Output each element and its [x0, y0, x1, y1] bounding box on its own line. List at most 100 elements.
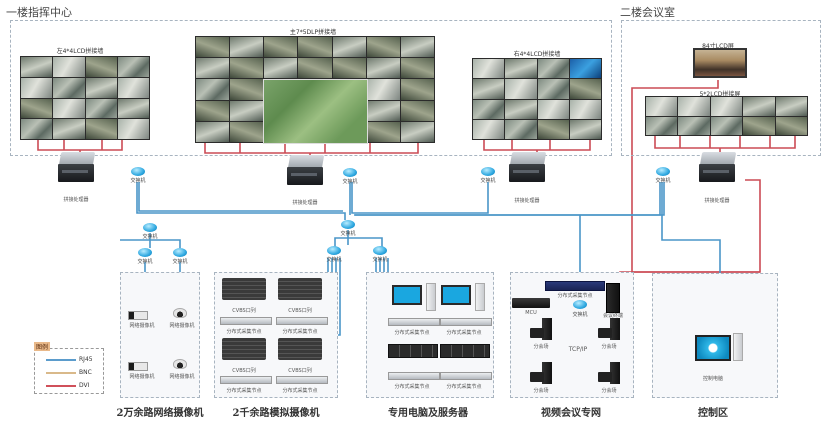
- server-rack-icon: [440, 344, 490, 358]
- switch-label: 交换机: [340, 231, 356, 237]
- box-camera-icon: [128, 311, 148, 320]
- switch-label: 交换机: [130, 178, 146, 184]
- encoder-node: [440, 372, 492, 380]
- lcd84-label: 84寸LCD屏: [702, 43, 734, 50]
- legend-label-rj45: RJ45: [79, 356, 93, 363]
- dome-camera-icon: [173, 359, 187, 369]
- zone-network-cameras: [120, 272, 200, 398]
- node-label: 分布式采集节点: [282, 388, 318, 394]
- zone-title-floor2: 二楼会议室: [620, 6, 675, 19]
- section-analog-cameras: 2千余路模拟摄像机: [232, 408, 320, 419]
- legend-label-dvi: DVI: [79, 382, 90, 389]
- switch-label: 交换机: [572, 312, 588, 318]
- branch-venue-pc: [598, 318, 620, 342]
- cvbs-label: CVBS口列: [288, 308, 312, 314]
- codec-label: 分布式采集节点: [557, 293, 593, 299]
- switch-icon: [138, 248, 152, 257]
- splice-processor-main: [285, 155, 325, 185]
- switch-icon: [573, 300, 587, 309]
- node-label: 分布式采集节点: [226, 388, 262, 394]
- encoder-node: [276, 317, 328, 325]
- encoder-node: [440, 318, 492, 326]
- box-camera-icon: [128, 362, 148, 371]
- switch-icon: [373, 246, 387, 255]
- mcu-device: [512, 298, 550, 308]
- conference-terminal-label: 会议终端: [602, 313, 624, 319]
- cvbs-monitor: [222, 278, 266, 300]
- branch-venue-pc: [530, 362, 552, 386]
- node-label: 分布式采集节点: [394, 330, 430, 336]
- section-pc-servers: 专用电脑及服务器: [388, 408, 468, 419]
- pc-monitor-icon: [441, 285, 471, 305]
- branch-venue-pc: [530, 318, 552, 342]
- camera-label: 网络摄像机: [129, 323, 155, 329]
- node-label: 分布式采集节点: [446, 384, 482, 390]
- encoder-node: [220, 317, 272, 325]
- section-network-cameras: 2万余路网络摄像机: [116, 408, 204, 419]
- switch-label: 交换机: [137, 259, 153, 265]
- section-video-conference: 视频会议专网: [541, 408, 601, 419]
- splice-processor-main-label: 拼接处理器: [292, 200, 318, 206]
- switch-label: 交换机: [655, 178, 671, 184]
- cvbs-monitor: [222, 338, 266, 360]
- switch-label: 交换机: [342, 179, 358, 185]
- gis-map-display: [263, 79, 368, 144]
- conf-wall-label: 5*2LCD拼接屏: [699, 91, 741, 98]
- splice-processor-left: [56, 152, 96, 182]
- left-wall-label: 左4*4LCD拼接墙: [56, 48, 104, 55]
- encoder-node: [388, 318, 440, 326]
- switch-icon: [327, 246, 341, 255]
- right-wall-label: 右4*4LCD拼接墙: [513, 51, 561, 58]
- pc-tower-icon: [475, 283, 485, 311]
- camera-label: 网络摄像机: [129, 374, 155, 380]
- splice-processor-left-label: 拼接处理器: [63, 197, 89, 203]
- node-label: 分布式采集节点: [394, 384, 430, 390]
- cvbs-label: CVBS口列: [232, 368, 256, 374]
- section-control-area: 控制区: [698, 408, 728, 419]
- splice-processor-right: [507, 152, 547, 182]
- branch-venue-label: 分会场: [601, 388, 617, 394]
- encoder-node: [220, 376, 272, 384]
- cvbs-label: CVBS口列: [232, 308, 256, 314]
- splice-processor-right-label: 拼接处理器: [514, 198, 540, 204]
- control-pc-monitor: [695, 335, 731, 361]
- zone-title-floor1: 一楼指挥中心: [6, 6, 72, 19]
- pc-tower-icon: [426, 283, 436, 311]
- conference-terminal-icon: [606, 283, 620, 313]
- camera-label: 网络摄像机: [169, 323, 195, 329]
- branch-venue-label: 分会场: [533, 388, 549, 394]
- switch-label: 交换机: [372, 257, 388, 263]
- right-video-wall: [472, 58, 602, 140]
- lcd84-screen: [693, 48, 747, 78]
- switch-icon: [131, 167, 145, 176]
- encoder-node: [388, 372, 440, 380]
- legend-line-rj45: [46, 358, 76, 361]
- tcpip-label: TCP/IP: [568, 346, 588, 353]
- branch-venue-label: 分会场: [601, 344, 617, 350]
- control-pc-label: 控制电脑: [702, 376, 724, 382]
- main-wall-label: 主7*5DLP拼接墙: [289, 29, 337, 36]
- camera-label: 网络摄像机: [169, 374, 195, 380]
- legend-line-bnc: [46, 371, 76, 374]
- encoder-node: [276, 376, 328, 384]
- switch-icon: [481, 167, 495, 176]
- codec-device: [545, 281, 605, 291]
- legend-line-dvi: [46, 384, 76, 387]
- switch-icon: [173, 248, 187, 257]
- switch-label: 交换机: [142, 234, 158, 240]
- legend-item-rj45: RJ45: [46, 356, 93, 363]
- legend-item-dvi: DVI: [46, 382, 89, 389]
- conf-video-wall: [645, 96, 808, 136]
- legend-item-bnc: BNC: [46, 369, 92, 376]
- switch-label: 交换机: [480, 178, 496, 184]
- dome-camera-icon: [173, 308, 187, 318]
- cvbs-monitor: [278, 278, 322, 300]
- mcu-label: MCU: [525, 310, 537, 316]
- legend-title: 图例: [34, 342, 51, 351]
- switch-icon: [341, 220, 355, 229]
- pc-monitor-icon: [392, 285, 422, 305]
- switch-icon: [656, 167, 670, 176]
- left-video-wall: [20, 56, 150, 140]
- branch-venue-label: 分会场: [533, 344, 549, 350]
- switch-label: 交换机: [326, 257, 342, 263]
